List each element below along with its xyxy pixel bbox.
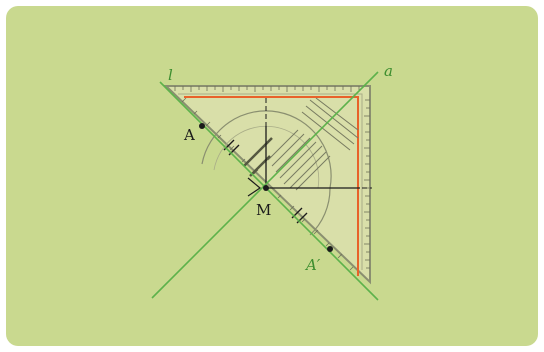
label-line-l: l — [168, 66, 173, 84]
label-point-A: A — [183, 126, 195, 144]
point-A-prime — [327, 246, 333, 252]
label-point-A-prime: A′ — [304, 256, 321, 274]
protractor-inner-arc — [213, 125, 320, 189]
slant-marks — [243, 137, 273, 177]
point-M — [263, 185, 269, 191]
label-line-a: a — [384, 62, 393, 80]
protractor-arc — [201, 110, 332, 236]
construction-lines — [265, 126, 360, 189]
set-square — [163, 85, 371, 285]
line-l — [159, 81, 379, 301]
angle-marker — [247, 177, 262, 197]
label-point-M: M — [256, 201, 271, 219]
right-scale-ticks — [364, 99, 370, 269]
line-a — [151, 71, 379, 299]
set-square-inner-edge — [178, 93, 363, 270]
orange-guide-line — [184, 96, 359, 276]
point-A — [199, 123, 205, 129]
hatched-area — [267, 97, 359, 191]
hypotenuse-scale-ticks — [181, 97, 354, 271]
top-scale-ticks — [174, 86, 360, 92]
dashed-construction-lines — [265, 98, 372, 189]
